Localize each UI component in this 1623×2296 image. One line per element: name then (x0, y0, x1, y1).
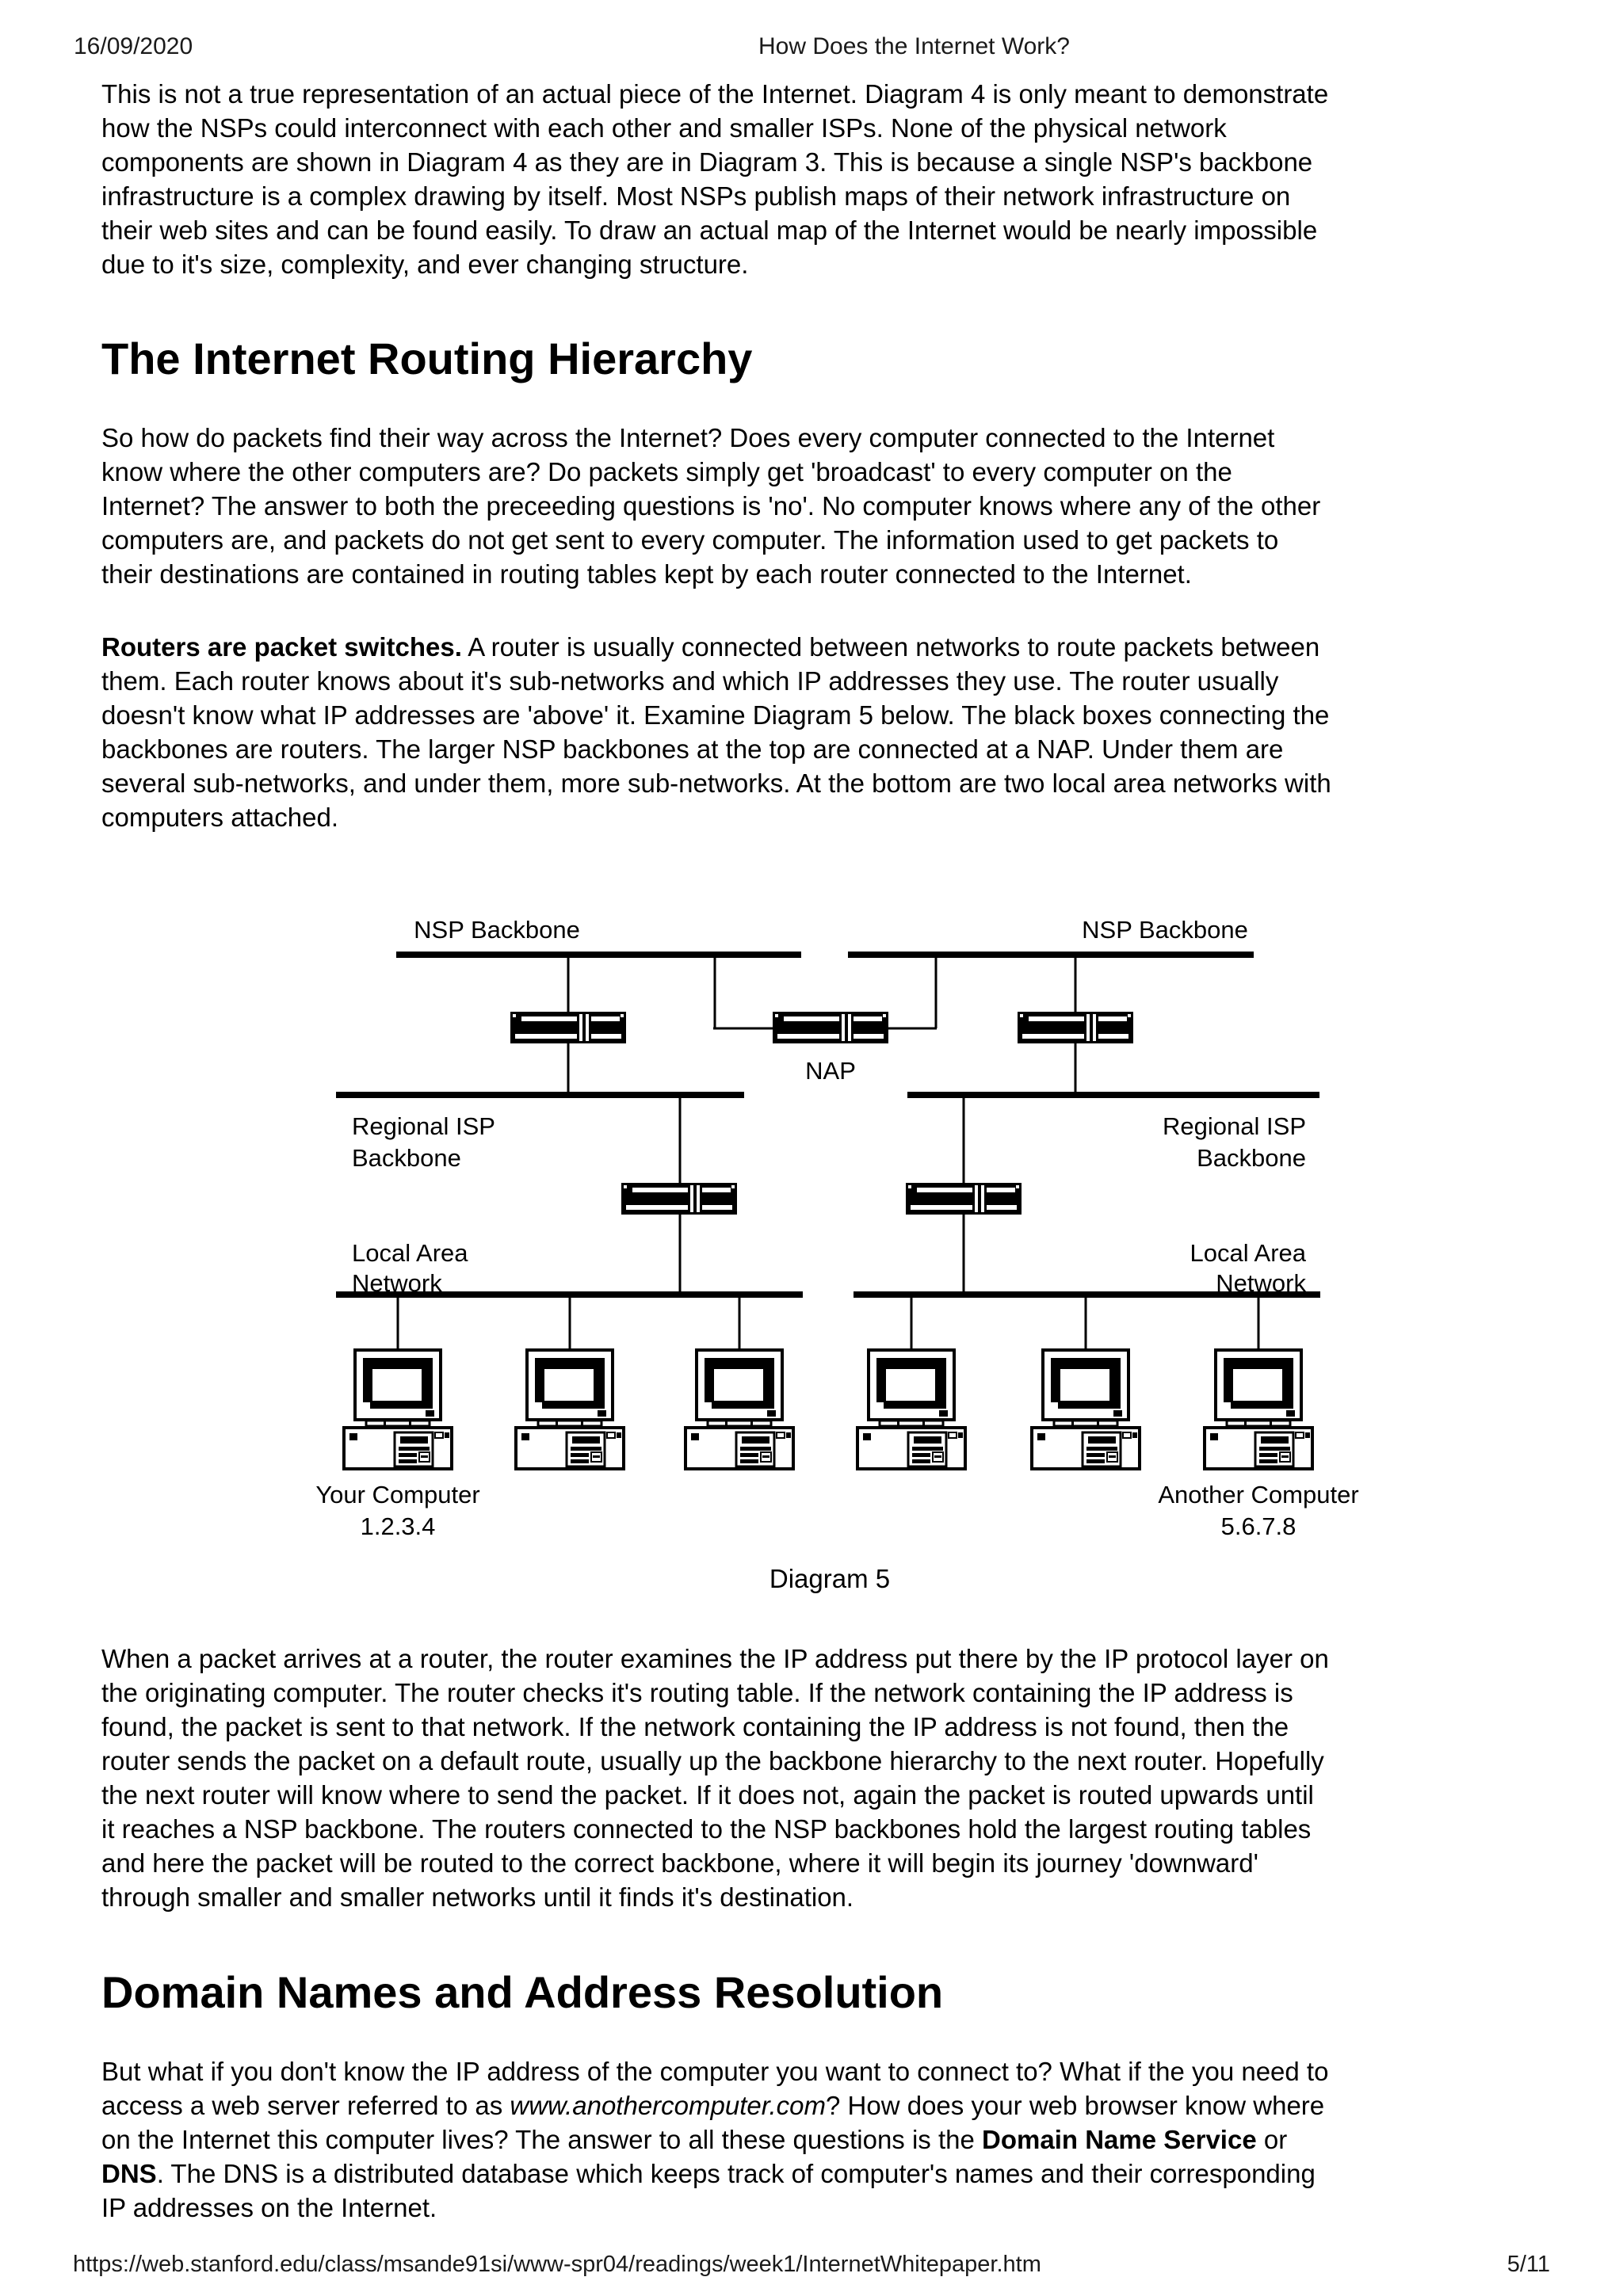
label-lan-left-2: Network (352, 1269, 442, 1297)
paragraph-arrival: When a packet arrives at a router, the r… (101, 1644, 1329, 1912)
heading-domain-names: Domain Names and Address Resolution (101, 1967, 944, 2017)
computer-icon (856, 1348, 967, 1470)
label-your-ip: 1.2.3.4 (361, 1512, 436, 1540)
network-hierarchy-diagram: NSP Backbone NSP Backbone NAP Regional I… (315, 916, 1358, 1540)
label-regional-isp-left: Regional ISP (352, 1112, 495, 1140)
header-title: How Does the Internet Work? (758, 33, 1070, 59)
footer-url: https://web.stanford.edu/class/msande91s… (73, 2252, 1041, 2277)
label-lan-left-1: Local Area (352, 1239, 468, 1267)
paragraph-packets: So how do packets find their way across … (101, 423, 1321, 589)
router-icon (1018, 1012, 1133, 1043)
label-your-computer: Your Computer (315, 1481, 479, 1508)
heading-routing-hierarchy: The Internet Routing Hierarchy (101, 334, 753, 383)
computer-icon-your (342, 1348, 453, 1470)
diagram-caption: Diagram 5 (769, 1564, 891, 1593)
label-lan-right-1: Local Area (1190, 1239, 1307, 1267)
computer-icon (1030, 1348, 1141, 1470)
label-another-ip: 5.6.7.8 (1221, 1512, 1296, 1540)
footer-page-number: 5/11 (1507, 2252, 1550, 2277)
computer-icon (684, 1348, 795, 1470)
label-regional-backbone-left: Backbone (352, 1144, 461, 1172)
label-nsp-backbone-left: NSP Backbone (414, 916, 580, 944)
paragraph-intro: This is not a true representation of an … (101, 79, 1329, 279)
router-icon (510, 1012, 626, 1043)
paragraph-dns: But what if you don't know the IP addres… (101, 2057, 1329, 2222)
label-regional-backbone-right: Backbone (1197, 1144, 1306, 1172)
header-date: 16/09/2020 (74, 33, 193, 59)
router-icon (906, 1183, 1022, 1215)
label-regional-isp-right: Regional ISP (1163, 1112, 1306, 1140)
paragraph-routers: Routers are packet switches. A router is… (101, 632, 1331, 832)
router-icon-nap (773, 1012, 888, 1043)
label-lan-right-2: Network (1216, 1269, 1306, 1297)
label-nap: NAP (805, 1057, 856, 1085)
label-another-computer: Another Computer (1158, 1481, 1358, 1508)
label-nsp-backbone-right: NSP Backbone (1082, 916, 1248, 944)
computer-icon (514, 1348, 625, 1470)
router-icon (621, 1183, 737, 1215)
computer-icon-another (1203, 1348, 1314, 1470)
